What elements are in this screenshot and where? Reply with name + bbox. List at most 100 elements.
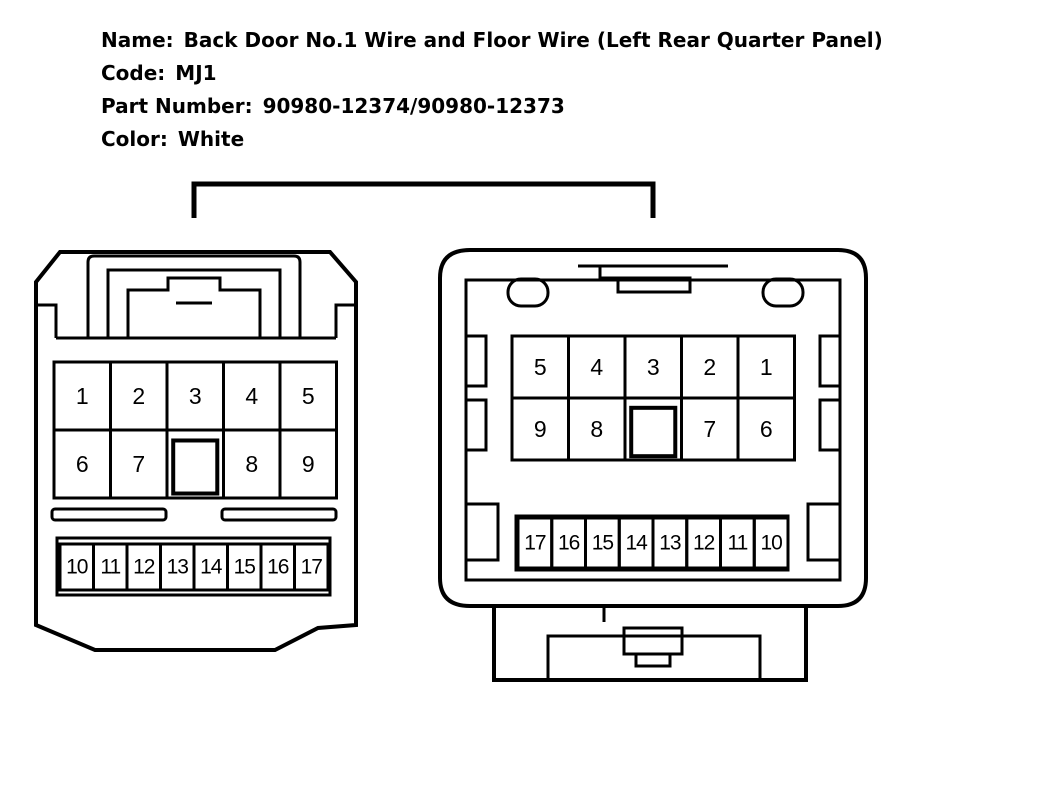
left-bottom-row-cell: 12 [125,542,162,592]
left-mid-row-cell [165,428,225,500]
left-pin-number: 10 [66,556,88,579]
right-connector-body [438,248,868,608]
left-bottom-row-cell: 16 [259,542,296,592]
right-mid-row-cell: 8 [567,396,627,462]
left-pin-number: 5 [302,383,315,409]
left-pin-number: 1 [76,383,89,409]
left-bottom-row-cell: 11 [92,542,129,592]
right-top-row-cell: 5 [510,334,570,400]
right-top-row-cell: 2 [680,334,740,400]
right-pin-number: 1 [760,354,773,380]
right-pin-number: 11 [727,532,747,555]
left-terminal-cavity [278,428,338,500]
right-bottom-row-cell: 13 [651,516,689,570]
left-connector [34,250,358,652]
left-bottom-row-cell: 14 [192,542,229,592]
left-bottom-row-cell: 17 [293,542,330,592]
name-row: Name: Back Door No.1 Wire and Floor Wire … [101,24,883,57]
right-pin-number: 10 [760,532,782,555]
right-pin-number: 3 [647,354,660,380]
left-pin-number: 15 [234,556,256,579]
code-row: Code: MJ1 [101,57,883,90]
right-mid-row-cell: 9 [510,396,570,462]
left-pin-number: 12 [133,556,155,579]
right-pin-number: 7 [703,416,716,442]
right-pin-number: 6 [760,416,773,442]
left-pin-number: 9 [302,451,315,477]
left-small-terminal-block [55,536,332,597]
left-pin-number: 6 [76,451,89,477]
left-pin-number: 8 [245,451,258,477]
right-connector [438,248,868,682]
right-pin-number: 9 [534,416,547,442]
color-row: Color: White [101,123,883,156]
left-terminal-cavity [293,542,330,592]
left-top-row-cell: 5 [278,360,338,432]
right-latch-button-tip [634,652,672,668]
right-side-key-right-lower [818,398,842,452]
right-latch-button [622,626,684,656]
right-mid-row-cell: 7 [680,396,740,462]
right-side-guide-right [806,502,842,562]
left-bottom-row-cell: 13 [159,542,196,592]
color-value: White [177,127,245,151]
right-terminal-cavity [736,396,796,462]
left-connector-body [34,250,358,652]
mating-bracket [191,181,656,218]
left-pin-number: 14 [200,556,223,579]
left-side-tab-right [334,303,356,338]
right-mount-hole-left [506,277,550,308]
left-bottom-row-cell: 15 [226,542,263,592]
part-number-value: 90980-12374/90980-12373 [262,94,565,118]
left-mid-row-cell: 7 [109,428,169,500]
left-pin-number: 7 [132,451,145,477]
right-top-row-cell: 1 [736,334,796,400]
right-pin-number: 12 [693,532,715,555]
right-bottom-row-cell: 16 [550,516,587,570]
right-top-row-cell: 3 [623,334,683,400]
right-pin-number: 16 [558,532,580,555]
left-lock-arm [126,276,262,338]
right-bottom-row-cell: 14 [617,516,655,570]
right-bottom-row-cell: 10 [752,516,790,570]
left-pin-number: 16 [267,556,289,579]
right-terminal-cavity [752,516,790,570]
name-label: Name: [101,28,174,52]
left-pin-number: 13 [167,556,189,579]
right-mid-row-cell [623,396,683,462]
left-top-row-cell: 2 [109,360,169,432]
right-side-key-left-lower [464,398,488,452]
right-bottom-row-cell: 12 [685,516,722,570]
left-lock-lever-outer [86,254,302,338]
right-side-key-left-upper [464,334,488,388]
right-pin-number: 15 [592,532,614,555]
right-bottom-row-cell: 11 [719,516,756,570]
right-side-key-right-upper [818,334,842,388]
connector-info: Name: Back Door No.1 Wire and Floor Wire … [101,24,883,156]
left-mid-row-cell: 8 [222,428,282,500]
code-value: MJ1 [175,61,217,85]
right-empty-cavity-block [629,405,678,459]
left-pin-number: 4 [245,383,258,409]
left-pin-number: 11 [100,556,120,579]
left-side-tab-left [36,303,58,338]
left-top-row-cell: 4 [222,360,282,432]
right-latch-housing [492,606,808,682]
right-pin-number: 14 [625,532,648,555]
right-connector-inner-frame [464,278,842,582]
left-top-row-cell: 3 [165,360,225,432]
left-mid-row-cell: 6 [52,428,112,500]
left-bottom-row-cell: 10 [58,542,95,592]
right-pin-number: 2 [703,354,716,380]
color-label: Color: [101,127,168,151]
right-pin-number: 4 [590,354,603,380]
name-value: Back Door No.1 Wire and Floor Wire (Left… [183,28,883,52]
right-top-row-cell: 4 [567,334,627,400]
right-pin-number: 17 [524,532,546,555]
code-label: Code: [101,61,166,85]
right-bottom-row-cell: 17 [516,516,554,570]
left-pin-number: 2 [132,383,145,409]
